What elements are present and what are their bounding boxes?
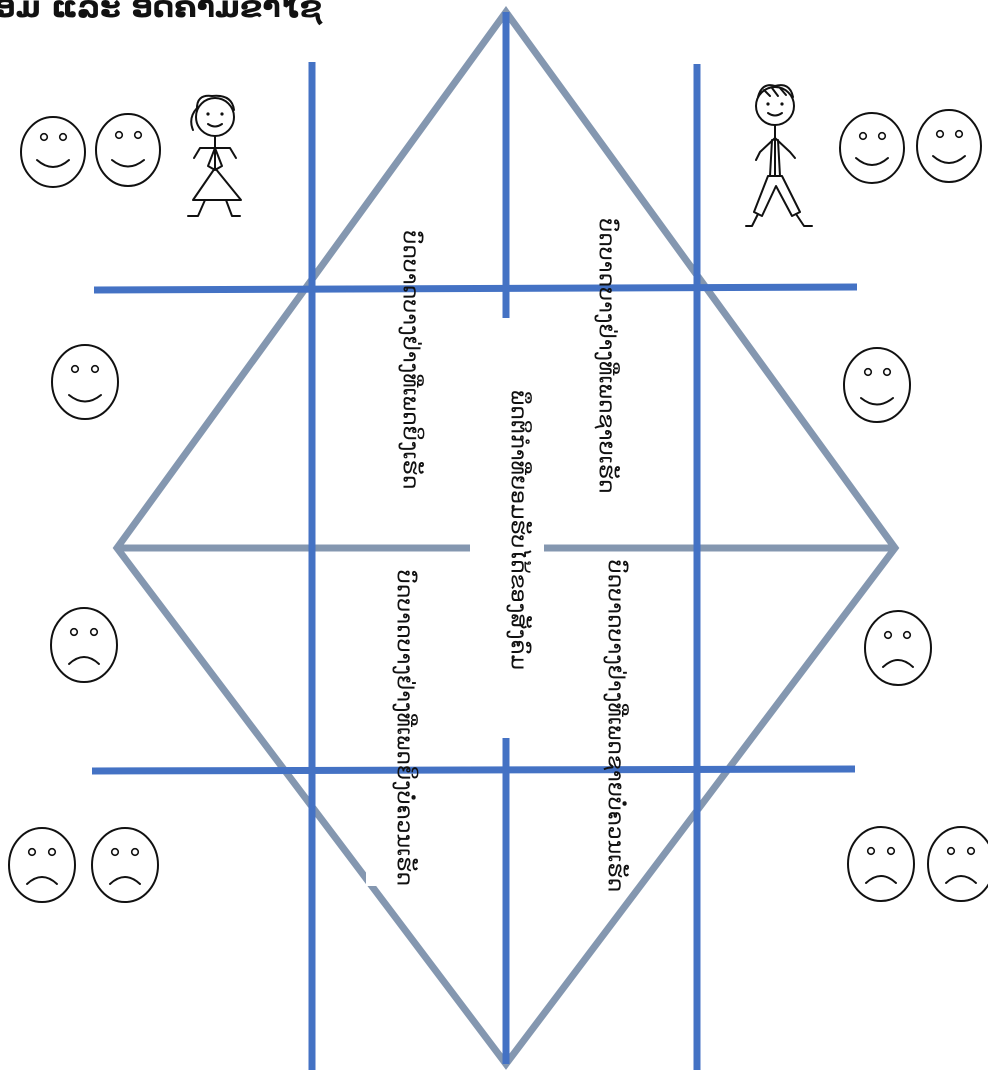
sad-face-icon: [9, 828, 75, 902]
quadrant-label-top-left: ບົດບາດບາງຢ່າງທີ່ເພດຍິງເຮັດ: [398, 231, 423, 490]
smiley-face-icon: [52, 345, 118, 419]
sad-face-icon: [51, 608, 117, 682]
sad-face-icon: [928, 827, 988, 901]
girl-stick-figure-icon: [188, 96, 241, 216]
smiley-face-icon: [96, 114, 160, 186]
quadrant-label-bottom-right: ບົດບາດບາງຢ່າງທີ່ເພດຊາຍບໍ່ຄວນເຮັດ: [603, 560, 628, 892]
smiley-face-icon: [844, 348, 910, 422]
quadrant-label-center: ພຶດຕິກຳທີ່ຍອມຮັບໄດ້ຂອງສັງຄົມ: [506, 390, 531, 670]
quadrant-label-bottom-left: ບົດບາດບາງຢ່າງທີ່ເພດຍິງບໍ່ຄວນເຮັດ: [392, 570, 417, 886]
boy-stick-figure-icon: [746, 85, 812, 226]
sad-face-icon: [865, 611, 931, 685]
smiley-face-icon: [917, 110, 981, 182]
grid-line-horizontal-bottom: [92, 769, 855, 771]
sad-face-icon: [848, 827, 914, 901]
sad-face-icon: [92, 828, 158, 902]
quadrant-label-top-right: ບົດບາດບາງຢ່າງທີ່ເພດຊາຍເຮັດ: [594, 218, 619, 493]
label-notch: [366, 862, 380, 886]
grid-line-horizontal-top: [94, 287, 857, 290]
smiley-face-icon: [840, 113, 904, 183]
smiley-face-icon: [21, 117, 85, 187]
